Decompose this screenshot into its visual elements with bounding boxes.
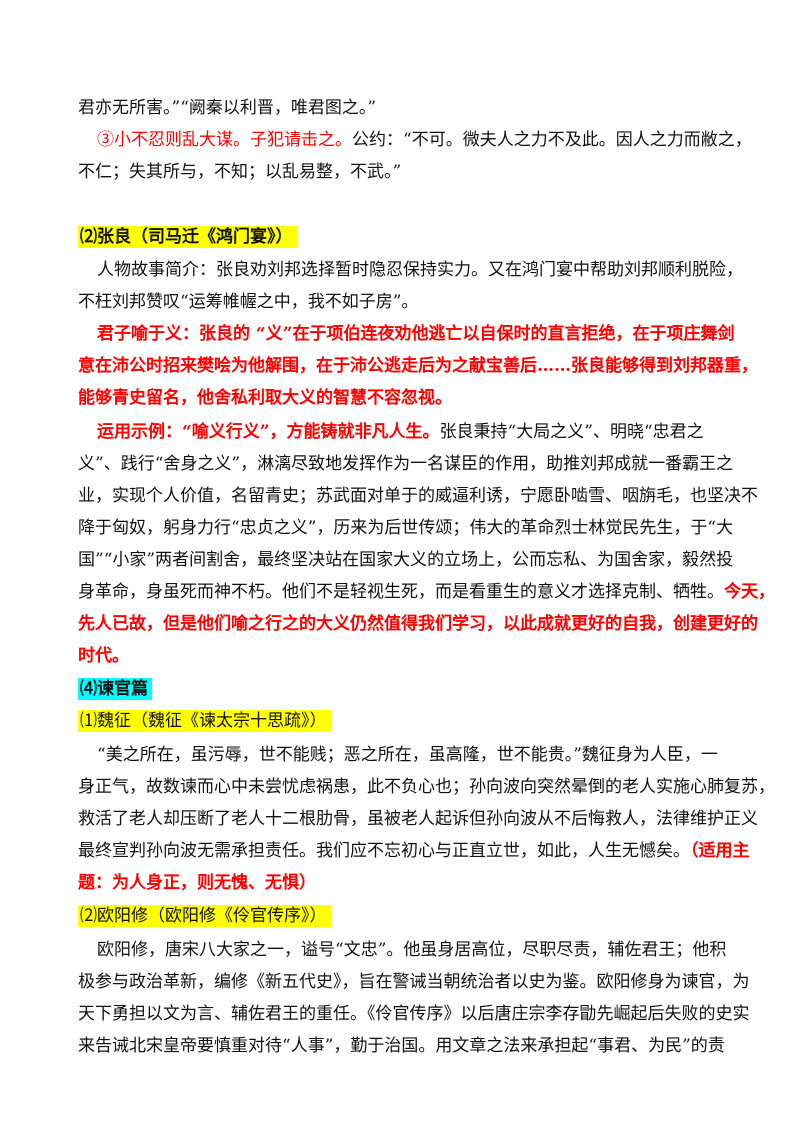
text-line: ③小不忍则乱大谋。子犯请击之。公约：“不可。微夫人之力不及此。因人之力而敝之， bbox=[97, 130, 752, 150]
text-line: 身正气，故数谏而心中未尝忧虑祸患，此不负心也；孙向波向突然晕倒的老人实施心肺复苏… bbox=[78, 777, 775, 797]
text-line: 身革命，身虽死而神不朽。他们不是轻视生死，而是看重生的意义才选择克制、牺牲。今天… bbox=[78, 582, 775, 602]
conclusion-line: 时代。 bbox=[78, 646, 129, 666]
text-line: 义”、践行“舍身之义”，淋漓尽致地发挥作为一名谋臣的作用，助推刘邦成就一番霸王之 bbox=[78, 454, 734, 474]
section-heading: ⑵张良（司马迁《鸿门宴》） bbox=[78, 226, 728, 248]
text-line: 欧阳修，唐宋八大家之一，谥号“文忠”。他虽身居高位，尽职尽责，辅佐君王；他积 bbox=[97, 940, 727, 960]
text-line: 降于匈奴，躬身力行“忠贞之义”，历来为后世传颂；伟大的革命烈士林觉民先生，于“大 bbox=[78, 518, 734, 538]
junzi-line: 君子喻于义：张良的 “义”在于项伯连夜劝他逃亡以自保时的直言拒绝，在于项庄舞剑 bbox=[97, 324, 735, 344]
weizheng-heading: ⑴魏征（魏征《谏太宗十思疏》） bbox=[78, 710, 331, 732]
text-line: 天下勇担以文为言、辅佐君王的重任。《伶官传序》以后唐庄宗李存勖先崛起后失败的史实 bbox=[78, 1004, 750, 1024]
red-quote: ③小不忍则乱大谋。子犯请击之。 bbox=[97, 130, 352, 150]
text-line: 救活了老人却压断了老人十二根肋骨，虽被老人起诉但孙向波从不后悔救人，法律维护正义 bbox=[78, 809, 758, 829]
text-line: “美之所在，虽污辱，世不能贱；恶之所在，虽高隆，世不能贵。”魏征身为人臣，一 bbox=[97, 745, 718, 765]
text-line: 君亦无所害。”“阙秦以利晋，唯君图之。” bbox=[78, 98, 377, 118]
text-line: 来告诫北宋皇帝要慎重对待“人事”，勤于治国。用文章之法来承担起“事君、为民”的责 bbox=[78, 1036, 725, 1056]
junzi-line: 意在沛公时招来樊哙为他解围，在于沛公逃走后为之献宝善后……张良能够得到刘邦器重， bbox=[78, 356, 758, 376]
text-line: 国”“小家”两者间割舍，最终坚决站在国家大义的立场上，公而忘私、为国舍家，毅然投 bbox=[78, 550, 734, 570]
subsection-heading: ⑵欧阳修（欧阳修《伶官传序》） bbox=[78, 905, 728, 927]
junzi-line: 能够青史留名，他舍私利取大义的智慧不容忽视。 bbox=[78, 388, 452, 408]
subsection-heading: ⑴魏征（魏征《谏太宗十思疏》） bbox=[78, 710, 728, 732]
section-heading: ⑷谏官篇 bbox=[78, 678, 728, 700]
text-line: 最终宣判孙向波无需承担责任。我们应不忘初心与正直立世，如此，人生无憾矣。（适用主 bbox=[78, 841, 750, 861]
theme-line: 题：为人身正，则无愧、无惧） bbox=[78, 873, 316, 893]
text-line: 运用示例：“喻义行义”，方能铸就非凡人生。张良秉持“大局之义”、明晓“忠君之 bbox=[97, 422, 704, 442]
text-line: 人物故事简介：张良劝刘邦选择暂时隐忍保持实力。又在鸿门宴中帮助刘邦顺利脱险， bbox=[97, 260, 743, 280]
text-line: 极参与政治革新，编修《新五代史》，旨在警诫当朝统治者以史为鉴。欧阳修身为谏官，为 bbox=[78, 972, 750, 992]
section4-heading: ⑷谏官篇 bbox=[78, 678, 152, 700]
text-line: 业，实现个人价值，名留青史；苏武面对单于的威逼利诱，宁愿卧啮雪、咽旃毛，也坚决不 bbox=[78, 486, 758, 506]
example-label: 运用示例：“喻义行义”，方能铸就非凡人生。 bbox=[97, 422, 440, 442]
ouyang-heading: ⑵欧阳修（欧阳修《伶官传序》） bbox=[78, 905, 331, 927]
text-line: 不仁；失其所与，不知；以乱易整，不武。” bbox=[78, 162, 402, 182]
zhangliang-heading: ⑵张良（司马迁《鸿门宴》） bbox=[78, 226, 297, 248]
conclusion-line: 先人已故，但是他们喻之行之的大义仍然值得我们学习，以此成就更好的自我，创建更好的 bbox=[78, 614, 758, 634]
text-line: 不枉刘邦赞叹“运筹帷幄之中，我不如子房”。 bbox=[78, 292, 419, 312]
